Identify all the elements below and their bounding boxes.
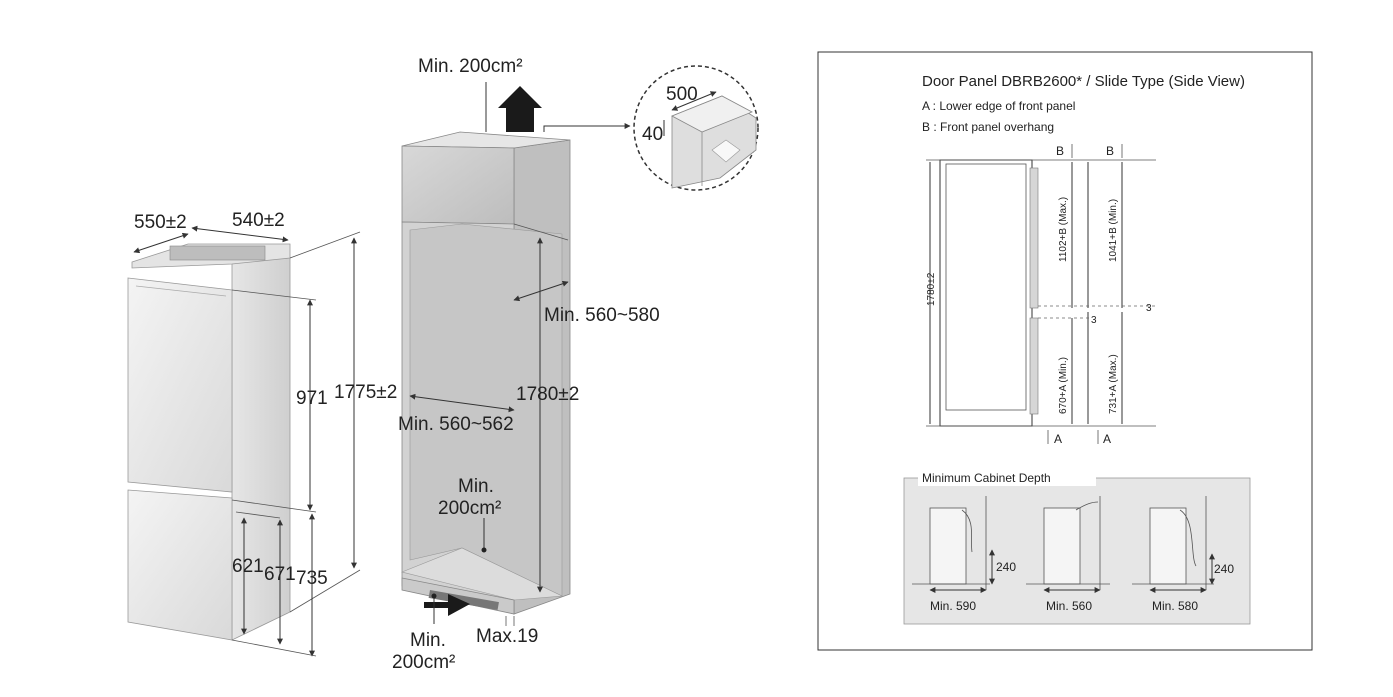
side-view-drawing	[926, 144, 1156, 444]
height-label-2: 240	[1214, 562, 1234, 576]
cabinet-depth-label: Min. 560~580	[544, 305, 660, 326]
a-label-1: A	[1054, 432, 1062, 446]
cabinet-illustration	[401, 86, 571, 616]
depth-diagram-2	[1026, 496, 1110, 593]
b-label-2: B	[1106, 144, 1114, 158]
detail-depth-label: 40	[642, 124, 663, 145]
detail-width-label: 500	[666, 84, 698, 105]
width-label: 540±2	[232, 210, 285, 231]
gap-label-1: 3	[1091, 315, 1097, 326]
cabinet-height-label: 1780±2	[516, 384, 579, 405]
depth-label-2: Min. 560	[1046, 599, 1092, 613]
depth-box-title: Minimum Cabinet Depth	[922, 471, 1051, 485]
height-label-1: 240	[996, 560, 1016, 574]
depth-box-title-bg	[918, 468, 1096, 486]
bottom-vent-label-2: 200cm²	[392, 652, 455, 673]
depth-label: 550±2	[134, 212, 187, 233]
depth-label-1: Min. 590	[930, 599, 976, 613]
depth-diagram-1	[912, 496, 995, 593]
a-label-2: A	[1103, 432, 1111, 446]
upper-min-label: 1041+B (Min.)	[1108, 199, 1119, 262]
panel-title: Door Panel DBRB2600* / Slide Type (Side …	[922, 73, 1245, 90]
mid-vent-label-2: 200cm²	[438, 498, 501, 519]
legend-a: A : Lower edge of front panel	[922, 99, 1075, 113]
middle-dimensions	[409, 82, 631, 626]
lower-max-label: 731+A (Max.)	[1108, 354, 1119, 414]
fridge-door-label: 971	[296, 388, 328, 409]
legend-b: B : Front panel overhang	[922, 120, 1054, 134]
max-gap-label: Max.19	[476, 626, 538, 647]
depth-label-3: Min. 580	[1152, 599, 1198, 613]
total-height-label: 1780±2	[926, 272, 937, 306]
upper-max-label: 1102+B (Max.)	[1058, 197, 1069, 262]
bottom-vent-label-1: Min.	[410, 630, 446, 651]
mid-vent-label-1: Min.	[458, 476, 494, 497]
lower-min-label: 670+A (Min.)	[1058, 357, 1069, 414]
detail-circle	[633, 65, 759, 191]
cabinet-width-label: Min. 560~562	[398, 414, 514, 435]
b-label-1: B	[1056, 144, 1064, 158]
gap-label-2: 3	[1146, 303, 1152, 314]
height-label: 1775±2	[334, 382, 397, 403]
freezer-total-label: 735	[296, 568, 328, 589]
freezer-door-label: 621	[232, 556, 264, 577]
top-vent-label: Min. 200cm²	[418, 56, 523, 77]
depth-diagram-3	[1132, 496, 1215, 593]
freezer-mid-label: 671	[264, 564, 296, 585]
left-dimensions	[133, 225, 361, 657]
